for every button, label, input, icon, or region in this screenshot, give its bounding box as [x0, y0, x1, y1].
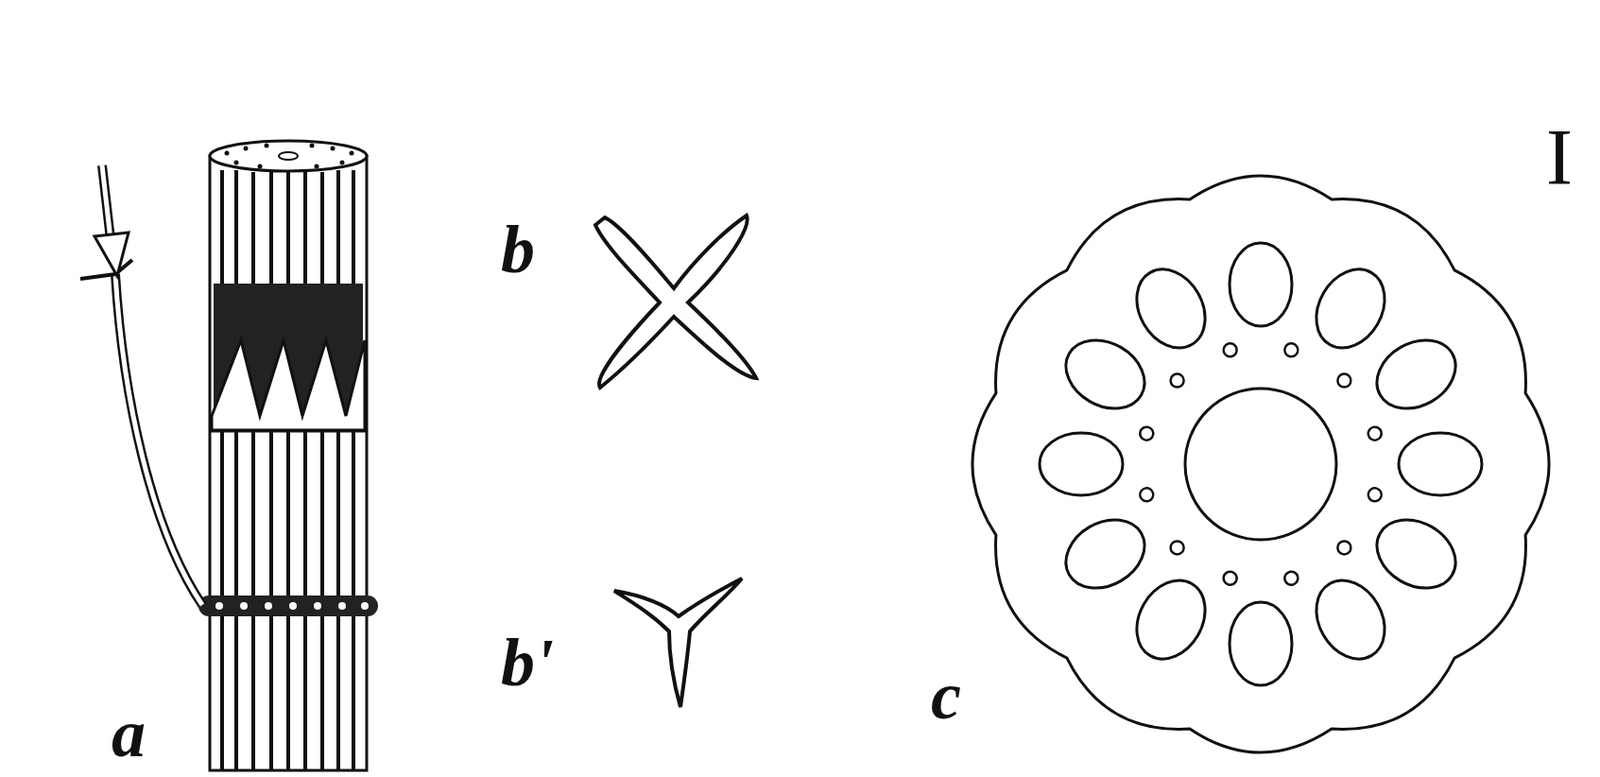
tri-spicule: [614, 578, 742, 707]
cross-spicule: [595, 215, 757, 388]
cross-section: [972, 175, 1549, 753]
figure-letter: b': [500, 628, 554, 697]
plate-number: I: [1546, 118, 1573, 198]
figure-letter: a: [111, 699, 146, 768]
figure-letter: b: [500, 215, 535, 284]
stem-figure: [80, 140, 379, 771]
figure-letter: c: [930, 661, 962, 730]
